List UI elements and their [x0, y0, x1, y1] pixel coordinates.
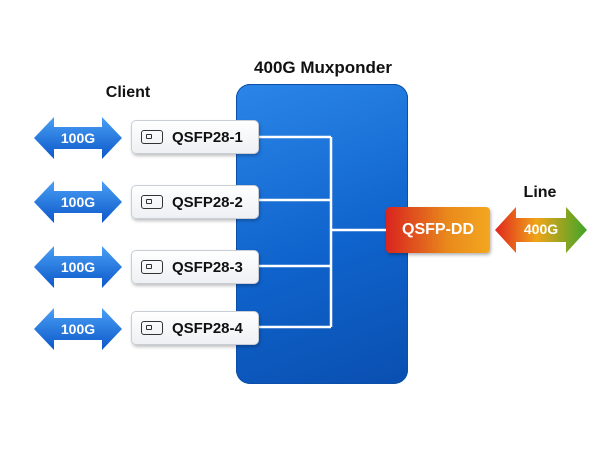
- client-arrow-1: [34, 117, 122, 159]
- client-arrow-3: [34, 246, 122, 288]
- diagram-title: 400G Muxponder: [254, 58, 392, 77]
- client-arrow-2: [34, 181, 122, 223]
- client-arrow-rate: 100G: [60, 259, 96, 275]
- client-port-2: QSFP28-2: [131, 185, 259, 219]
- sfp-module-icon: [141, 260, 163, 274]
- client-port-label: QSFP28-2: [172, 193, 243, 211]
- line-label: Line: [523, 184, 557, 201]
- line-port: QSFP-DD: [386, 207, 490, 253]
- client-port-1: QSFP28-1: [131, 120, 259, 154]
- client-port-label: QSFP28-1: [172, 128, 243, 146]
- sfp-module-icon: [141, 130, 163, 144]
- client-port-label: QSFP28-3: [172, 258, 243, 276]
- client-arrow-rate: 100G: [60, 321, 96, 337]
- client-label: Client: [105, 84, 151, 101]
- client-port-3: QSFP28-3: [131, 250, 259, 284]
- sfp-module-icon: [141, 195, 163, 209]
- client-arrow-rate: 100G: [60, 130, 96, 146]
- client-arrow-4: [34, 308, 122, 350]
- client-port-label: QSFP28-4: [172, 319, 243, 337]
- sfp-module-icon: [141, 321, 163, 335]
- client-arrow-rate: 100G: [60, 194, 96, 210]
- line-arrow-rate: 400G: [523, 221, 559, 237]
- client-port-4: QSFP28-4: [131, 311, 259, 345]
- line-arrow: [495, 207, 587, 253]
- muxponder-box: [236, 84, 408, 384]
